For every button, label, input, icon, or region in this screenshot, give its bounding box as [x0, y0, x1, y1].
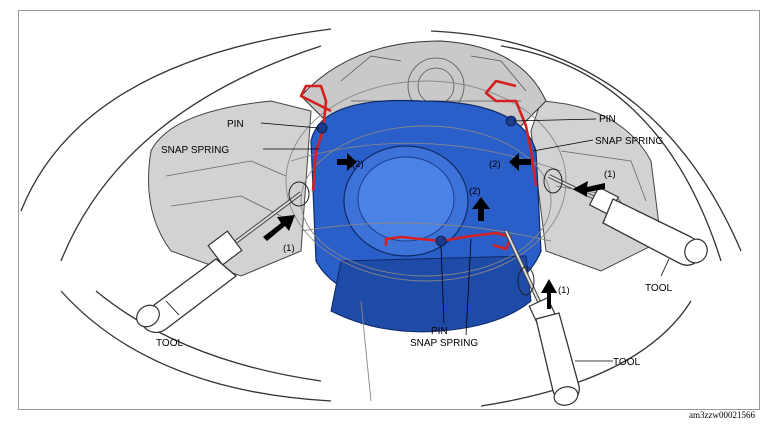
label-snap-spring-upper-right: SNAP SPRING [595, 136, 663, 147]
arrow-2-right [509, 153, 531, 171]
arrow-1-left [263, 215, 295, 241]
callout-step1-left: (1) [283, 243, 295, 254]
callout-step1-bottom: (1) [558, 285, 570, 296]
label-pin-upper-right: PIN [599, 114, 616, 125]
arrow-2-left [337, 153, 357, 171]
label-tool-right: TOOL [645, 283, 672, 294]
arrow-1-right [573, 181, 605, 197]
snap-spring-upper-right [484, 79, 538, 187]
label-tool-left: TOOL [156, 338, 183, 349]
tool-bottom [504, 230, 580, 406]
callout-step2-left: (2) [352, 159, 364, 170]
diagram-frame: PIN SNAP SPRING PIN SNAP SPRING PIN SNAP… [18, 10, 760, 410]
tool-right [548, 174, 708, 266]
tool-left [136, 191, 303, 334]
action-arrows [263, 153, 605, 309]
blue-hub-lower [330, 255, 532, 333]
hub-center-face [357, 156, 455, 242]
label-pin-upper-left: PIN [227, 119, 244, 130]
callout-step1-right: (1) [604, 169, 616, 180]
callout-step2-right: (2) [489, 159, 501, 170]
label-snap-spring-bottom: SNAP SPRING [410, 338, 478, 349]
snap-springs [299, 79, 538, 251]
figure-code: am3zzw00021566 [689, 410, 755, 420]
tool-contact-circles [288, 168, 563, 296]
leader-lines [165, 118, 670, 362]
airbag-module-ghost-outline [285, 80, 567, 402]
label-snap-spring-upper-left: SNAP SPRING [161, 145, 229, 156]
steering-wheel-airbag-removal-diagram: PIN SNAP SPRING PIN SNAP SPRING PIN SNAP… [20, 28, 742, 407]
pin-bottom [435, 235, 447, 247]
snap-spring-upper-left [299, 84, 332, 192]
label-pin-bottom: PIN [431, 326, 448, 337]
snap-spring-bottom [384, 231, 513, 251]
callout-step2-center: (2) [469, 186, 481, 197]
arrow-1-bottom [541, 279, 557, 309]
steering-wheel-rim [20, 28, 742, 407]
label-tool-bottom: TOOL [613, 357, 640, 368]
arrow-2-center [472, 197, 490, 221]
